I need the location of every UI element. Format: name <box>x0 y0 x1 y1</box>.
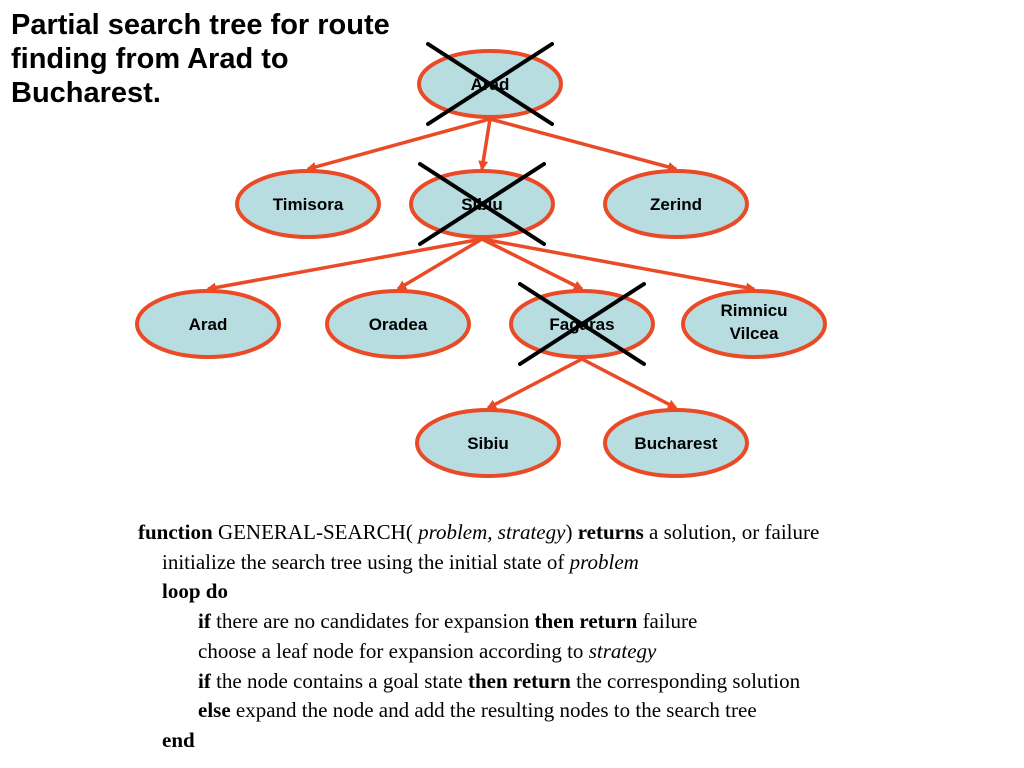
pseudocode-line-if-goal: if the node contains a goal state then r… <box>198 668 801 693</box>
nodes: AradTimisoraSibiuZerindAradOradeaFagaras… <box>135 49 827 478</box>
cross-stroke <box>426 42 554 126</box>
edge-sibiu-1-to-oradea <box>396 237 483 291</box>
pseudocode-line-loop: loop do <box>162 579 228 604</box>
slide-title: Partial search tree for route finding fr… <box>11 9 390 109</box>
function-name: GENERAL-SEARCH <box>217 520 406 544</box>
edge-arad-root-to-zerind <box>489 117 678 172</box>
node-label-line: Vilcea <box>730 324 779 343</box>
search-tree-diagram: AradTimisoraSibiuZerindAradOradeaFagaras… <box>135 42 827 478</box>
edge-fagaras-to-sibiu-2 <box>486 357 583 410</box>
cross-mark-fagaras <box>518 282 646 366</box>
edge-arad-root-to-sibiu-1 <box>478 118 492 171</box>
node-label: Sibiu <box>467 434 509 453</box>
general-search-pseudocode: function GENERAL-SEARCH( problem, strate… <box>138 518 998 756</box>
pseudocode-line-function: function GENERAL-SEARCH( problem, strate… <box>138 520 820 544</box>
node-label: Oradea <box>369 315 428 334</box>
pseudocode-line-choose-leaf: choose a leaf node for expansion accordi… <box>198 638 657 663</box>
node-bucharest: Bucharest <box>603 408 749 478</box>
node-label: Bucharest <box>634 434 717 453</box>
pseudocode-line-initialize: initialize the search tree using the ini… <box>162 549 639 574</box>
pseudocode-line-end: end <box>162 727 195 752</box>
keyword-returns: returns <box>572 520 644 544</box>
node-ellipse <box>603 169 749 239</box>
node-timisora: Timisora <box>235 169 381 239</box>
cross-stroke <box>518 282 646 366</box>
node-label: Timisora <box>273 195 344 214</box>
edges <box>206 117 756 410</box>
keyword-function: function <box>138 520 213 544</box>
node-oradea: Oradea <box>325 289 471 359</box>
function-params: problem, strategy <box>412 520 566 544</box>
node-ellipse <box>681 289 827 359</box>
crossed-out-marks <box>418 42 646 366</box>
edge-arad-root-to-timisora <box>306 117 491 172</box>
node-ellipse <box>325 289 471 359</box>
node-label: Zerind <box>650 195 702 214</box>
pseudocode-line-else-expand: else expand the node and add the resulti… <box>198 698 757 723</box>
node-zerind: Zerind <box>603 169 749 239</box>
node-label: Arad <box>189 315 228 334</box>
edge-sibiu-1-to-arad-2 <box>206 237 483 293</box>
pseudocode-line-if-no-candidates: if there are no candidates for expansion… <box>198 609 698 634</box>
cross-stroke <box>418 162 546 246</box>
node-label-line: Rimnicu <box>720 301 787 320</box>
cross-mark-sibiu-1 <box>418 162 546 246</box>
node-ellipse <box>415 408 561 478</box>
edge-sibiu-1-to-fagaras <box>481 237 584 291</box>
edge-sibiu-1-to-rimnicu-vilcea <box>481 237 756 293</box>
cross-mark-arad-root <box>426 42 554 126</box>
node-ellipse <box>235 169 381 239</box>
node-ellipse <box>135 289 281 359</box>
edge-fagaras-to-bucharest <box>581 357 678 410</box>
node-arad-2: Arad <box>135 289 281 359</box>
node-ellipse <box>603 408 749 478</box>
node-sibiu-2: Sibiu <box>415 408 561 478</box>
